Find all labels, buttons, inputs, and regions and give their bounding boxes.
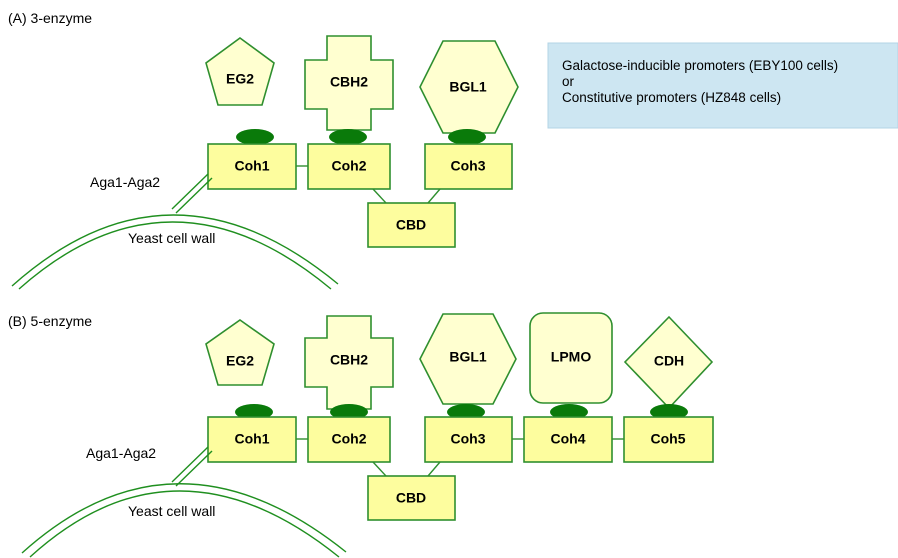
cohesin-box (307, 143, 391, 190)
dockerin (550, 404, 588, 420)
enzyme-label: BGL1 (449, 349, 487, 365)
anchor-strand (171, 446, 209, 483)
cbd-box (367, 202, 456, 248)
enzyme-eg2: EG2 (205, 319, 275, 386)
cohesin-coh2: Coh2 (307, 416, 391, 463)
note-line-2: or (562, 74, 575, 89)
cbd-module: CBD (367, 202, 456, 248)
cross-shape (304, 315, 394, 410)
cohesin-coh1: Coh1 (207, 416, 297, 463)
cell-wall-inner (29, 490, 340, 558)
enzyme-cdh: CDH (623, 315, 714, 410)
enzyme-label: CBH2 (330, 74, 368, 90)
dockerin (447, 404, 485, 420)
anchor-label: Aga1-Aga2 (90, 174, 160, 190)
anchor-strand (175, 177, 213, 214)
enzyme-lpmo: LPMO (529, 312, 613, 404)
dockerin (650, 404, 688, 420)
pentagon-shape (205, 37, 275, 106)
rounded-square-shape (529, 312, 613, 404)
cohesin-label: Coh2 (332, 431, 367, 447)
enzyme-cbh2: CBH2 (304, 35, 394, 131)
panel-b-label: (B) 5-enzyme (8, 313, 92, 329)
cbd-label: CBD (396, 217, 426, 233)
cohesin-label: Coh1 (235, 431, 270, 447)
cohesin-coh1: Coh1 (207, 143, 297, 190)
cohesin-coh3: Coh3 (424, 416, 513, 463)
enzyme-eg2: EG2 (205, 37, 275, 106)
cohesin-label: Coh1 (235, 158, 270, 174)
cohesin-label: Coh5 (651, 431, 686, 447)
pentagon-shape (205, 319, 275, 386)
linker (372, 188, 387, 204)
enzyme-label: EG2 (226, 71, 254, 87)
enzyme-label: CDH (654, 353, 684, 369)
linker (427, 461, 441, 477)
cohesin-coh5: Coh5 (623, 416, 714, 463)
cell-wall-label: Yeast cell wall (128, 503, 215, 519)
dockerin (329, 129, 367, 145)
cohesin-coh4: Coh4 (523, 416, 613, 463)
cohesin-box (207, 416, 297, 463)
enzyme-label: CBH2 (330, 352, 368, 368)
cohesin-box (424, 143, 513, 190)
dockerin (235, 404, 273, 420)
cohesin-box (307, 416, 391, 463)
enzyme-label: LPMO (551, 349, 592, 365)
promoter-note: Galactose-inducible promoters (EBY100 ce… (547, 42, 898, 129)
cbd-box (367, 475, 456, 521)
cbd-label: CBD (396, 490, 426, 506)
cohesin-label: Coh3 (451, 431, 486, 447)
dockerin (236, 129, 274, 145)
cohesin-coh2: Coh2 (307, 143, 391, 190)
cell-wall-outer (21, 483, 347, 554)
anchor-strand (175, 450, 213, 487)
linker (372, 461, 387, 477)
cohesin-label: Coh4 (551, 431, 586, 447)
note-box (547, 42, 898, 129)
dockerin (448, 129, 486, 145)
linker (427, 188, 441, 204)
panel-a: (A) 3-enzyme EG2 CBH2 BGL1 Coh1 Coh2 (8, 10, 519, 290)
cohesin-box (207, 143, 297, 190)
cohesin-box (424, 416, 513, 463)
hexagon-shape (419, 313, 517, 405)
cell-wall-label: Yeast cell wall (128, 230, 215, 246)
cross-shape (304, 35, 394, 131)
cohesin-box (623, 416, 714, 463)
hexagon-shape (419, 40, 519, 134)
panel-a-label: (A) 3-enzyme (8, 10, 92, 26)
note-line-1: Galactose-inducible promoters (EBY100 ce… (562, 58, 838, 73)
note-line-3: Constitutive promoters (HZ848 cells) (562, 90, 781, 105)
enzyme-bgl1: BGL1 (419, 313, 517, 405)
dockerin (330, 404, 368, 420)
enzyme-bgl1: BGL1 (419, 40, 519, 134)
enzyme-label: EG2 (226, 353, 254, 369)
panel-b: (B) 5-enzyme EG2 CBH2 BGL1 LPMO CDH (8, 312, 714, 558)
cohesin-coh3: Coh3 (424, 143, 513, 190)
cohesin-label: Coh3 (451, 158, 486, 174)
cell-wall-outer (11, 214, 339, 287)
cohesin-label: Coh2 (332, 158, 367, 174)
enzyme-cbh2: CBH2 (304, 315, 394, 410)
anchor-strand (171, 173, 209, 210)
cell-wall-inner (18, 221, 332, 290)
cbd-module: CBD (367, 475, 456, 521)
anchor-label: Aga1-Aga2 (86, 445, 156, 461)
cohesin-box (523, 416, 613, 463)
enzyme-label: BGL1 (449, 79, 487, 95)
